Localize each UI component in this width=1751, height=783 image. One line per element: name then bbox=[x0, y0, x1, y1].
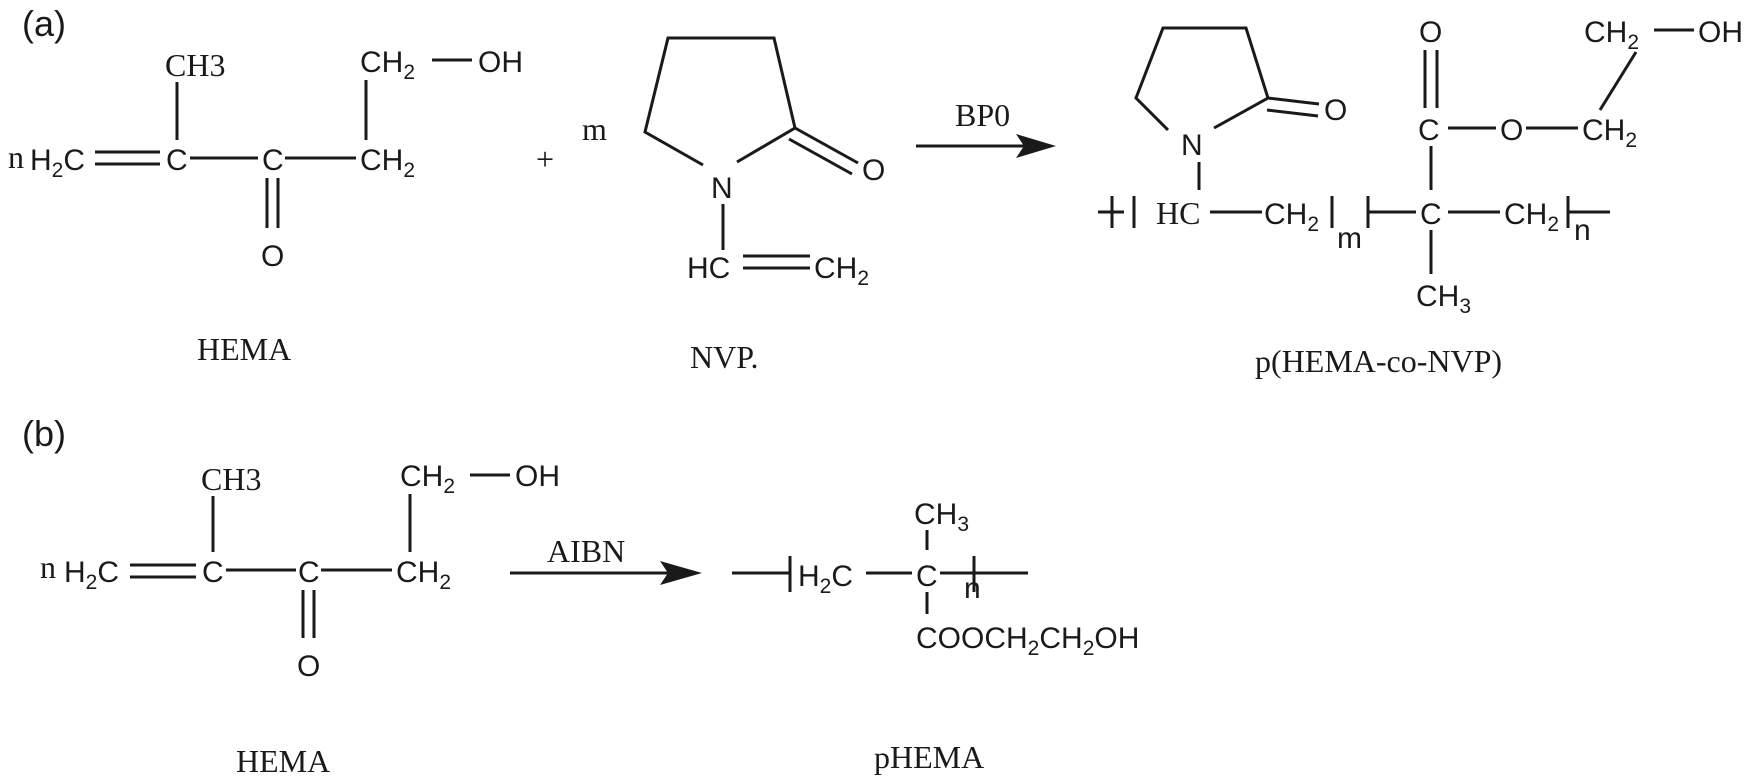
nvp-hc: HC bbox=[687, 252, 730, 285]
hema-oh-a: OH bbox=[478, 46, 523, 79]
hema-structure-b: n H2C C CH3 C O CH2 CH2 OH HEMA bbox=[40, 460, 560, 779]
hema-c-alpha-b: C bbox=[202, 556, 224, 589]
hema-ch2-b: CH2 bbox=[396, 556, 451, 594]
phema-ch3: CH3 bbox=[914, 498, 969, 536]
product-top-ch2: CH2 bbox=[1584, 16, 1639, 54]
nvp-name: NVP. bbox=[690, 339, 758, 375]
hema-ch2-a: CH2 bbox=[360, 144, 415, 182]
product-ch3: CH3 bbox=[1416, 280, 1471, 318]
nvp-coefficient: m bbox=[582, 111, 607, 147]
hema-h2c-a: H2C bbox=[30, 144, 85, 182]
product-ring-o: O bbox=[1324, 94, 1347, 127]
hema-c-carbonyl-a: C bbox=[262, 144, 284, 177]
reaction-arrow-a: BP0 bbox=[916, 97, 1056, 158]
product-ch2-ch2-bond bbox=[1598, 51, 1638, 111]
panel-label-a: (a) bbox=[22, 3, 66, 44]
plus-sign: + bbox=[536, 141, 554, 177]
hema-c-carbonyl-b: C bbox=[298, 556, 320, 589]
nvp-o-atom: O bbox=[862, 154, 885, 187]
product-ring-carbonyl-1 bbox=[1267, 96, 1320, 106]
product-subscript-m: m bbox=[1337, 222, 1362, 255]
arrow-head-b bbox=[660, 561, 702, 585]
product-hc: HC bbox=[1156, 195, 1200, 231]
hema-o-carbonyl-b: O bbox=[297, 650, 320, 683]
pyrrolidone-ring bbox=[643, 36, 797, 167]
product-ester-o-carbonyl: O bbox=[1419, 16, 1442, 49]
product-subscript-n: n bbox=[1574, 214, 1591, 247]
hema-coefficient-b: n bbox=[40, 549, 56, 585]
phema-c-quaternary: C bbox=[916, 560, 938, 593]
hema-c-alpha-a: C bbox=[166, 144, 188, 177]
arrow-head-a bbox=[1016, 134, 1056, 158]
product-ester-c: C bbox=[1418, 114, 1440, 147]
hema-coefficient-a: n bbox=[8, 139, 24, 175]
product-c-quaternary: C bbox=[1420, 198, 1442, 231]
product-ch2-1: CH2 bbox=[1264, 198, 1319, 236]
copolymer-structure: N O HC CH2 m C CH2 n CH3 C O O CH2 CH2 bbox=[1098, 16, 1743, 379]
hema-name-b: HEMA bbox=[236, 743, 330, 779]
panel-label-b: (b) bbox=[22, 413, 66, 454]
product-n-atom: N bbox=[1181, 129, 1203, 162]
nvp-carbonyl-bond-2 bbox=[788, 137, 853, 176]
product-ring-carbonyl-2 bbox=[1266, 108, 1319, 118]
phema-h2c: H2C bbox=[798, 560, 853, 598]
hema-ch2oh-b: CH2 bbox=[400, 460, 455, 498]
nvp-n-atom: N bbox=[711, 172, 733, 205]
product-ester-ch2: CH2 bbox=[1582, 114, 1637, 152]
reagent-bp0: BP0 bbox=[955, 97, 1010, 133]
hema-oh-b: OH bbox=[515, 460, 560, 493]
hema-ch2oh-a: CH2 bbox=[360, 46, 415, 84]
nvp-carbonyl-bond-1 bbox=[794, 126, 859, 165]
phema-name: pHEMA bbox=[874, 739, 984, 775]
reagent-aibn: AIBN bbox=[547, 533, 625, 569]
product-ester-o: O bbox=[1500, 114, 1523, 147]
reaction-arrow-b: AIBN bbox=[510, 533, 702, 585]
nvp-ch2: CH2 bbox=[814, 252, 869, 290]
hema-h2c-b: H2C bbox=[64, 556, 119, 594]
phema-ester-group: COOCH2CH2OH bbox=[916, 622, 1139, 660]
phema-subscript-n: n bbox=[964, 572, 981, 605]
product-pyrrolidone-ring bbox=[1134, 26, 1270, 132]
hema-ch3-b: CH3 bbox=[201, 461, 261, 497]
nvp-structure: m N O HC CH2 NVP. bbox=[582, 36, 885, 375]
hema-name-a: HEMA bbox=[197, 331, 291, 367]
hema-structure-a: n H2C C CH3 C O CH2 CH2 OH HEMA bbox=[8, 46, 523, 367]
product-ch2-2: CH2 bbox=[1504, 198, 1559, 236]
product-oh: OH bbox=[1698, 16, 1743, 49]
copolymer-name: p(HEMA-co-NVP) bbox=[1255, 343, 1502, 379]
hema-o-carbonyl-a: O bbox=[261, 240, 284, 273]
hema-ch3-a: CH3 bbox=[165, 47, 225, 83]
phema-structure: H2C C CH3 n COOCH2CH2OH pHEMA bbox=[732, 498, 1139, 775]
